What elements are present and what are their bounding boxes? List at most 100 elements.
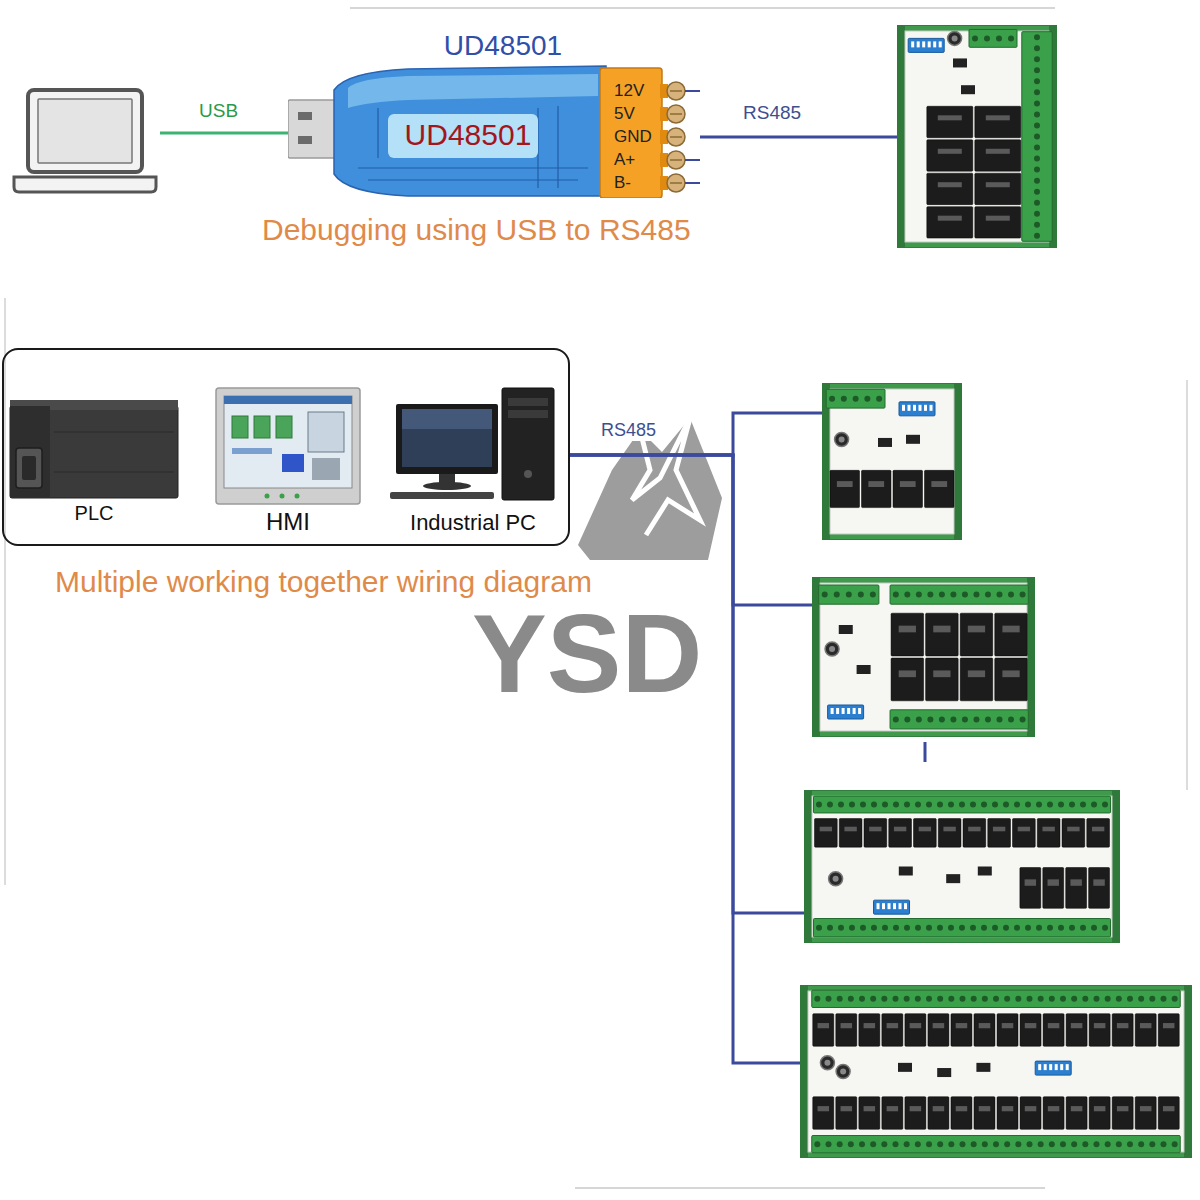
decor-rect: [1158, 1014, 1179, 1047]
relay-board-art: [822, 383, 962, 540]
relay-board-art: [897, 25, 1057, 248]
decor-line: [670, 182, 682, 184]
decor-rect: [995, 658, 1028, 701]
decor-circle: [1036, 802, 1042, 808]
decor-rect: [933, 1023, 945, 1028]
decor-circle: [985, 592, 991, 598]
decor-circle: [1014, 925, 1020, 931]
decor-rect: [961, 85, 975, 94]
decor-circle: [829, 646, 835, 652]
decor-rect: [911, 41, 914, 47]
decor-circle: [849, 802, 855, 808]
decor-circle: [1025, 925, 1031, 931]
decor-rect: [818, 1106, 830, 1111]
decor-line: [358, 167, 588, 168]
decor-circle: [915, 925, 921, 931]
decor-circle: [1105, 996, 1111, 1002]
decor-rect: [922, 41, 925, 47]
decor-rect: [28, 90, 142, 172]
decor-circle: [1102, 925, 1108, 931]
decor-rect: [1043, 868, 1064, 909]
decor-rect: [975, 106, 1021, 137]
decor-circle: [840, 1069, 846, 1075]
decor-circle: [846, 592, 852, 598]
decor-rect: [1070, 879, 1081, 885]
decor-circle: [1034, 134, 1040, 140]
decor-circle: [1127, 996, 1133, 1002]
decor-circle: [1034, 178, 1040, 184]
decor-circle: [926, 996, 932, 1002]
decor-circle: [972, 35, 978, 41]
decor-circle: [1172, 1141, 1178, 1147]
decor-rect: [938, 216, 962, 221]
decor-circle: [1034, 111, 1040, 117]
decor-circle: [1034, 89, 1040, 95]
decor-circle: [822, 592, 828, 598]
decor-circle: [1034, 189, 1040, 195]
decor-rect: [933, 1106, 945, 1111]
decor-circle: [1071, 996, 1077, 1002]
decor-rect: [1093, 879, 1104, 885]
decor-rect: [859, 1097, 880, 1130]
decor-circle: [904, 1141, 910, 1147]
decor-circle: [1060, 1141, 1066, 1147]
decor-circle: [960, 1141, 966, 1147]
decor-circle: [1034, 222, 1040, 228]
decor-circle: [1034, 67, 1040, 73]
decor-rect: [910, 1106, 922, 1111]
decor-rect: [859, 1014, 880, 1047]
decor-circle: [1034, 156, 1040, 162]
decor-circle: [916, 716, 922, 722]
decor-rect: [224, 396, 352, 488]
decor-rect: [1002, 1023, 1014, 1028]
decor-circle: [948, 31, 962, 45]
pin-label: 12V: [614, 81, 644, 101]
decor-rect: [910, 1023, 922, 1028]
decor-circle: [667, 82, 685, 100]
decor-rect: [899, 867, 913, 876]
divider-line: [1186, 380, 1188, 790]
decor-rect: [1013, 819, 1036, 848]
decor-rect: [1002, 670, 1019, 677]
decor-circle: [853, 396, 859, 402]
decor-rect: [402, 409, 492, 429]
decor-circle: [904, 802, 910, 808]
decor-line: [670, 159, 682, 161]
edge-label: RS485: [598, 420, 659, 441]
decor-rect: [919, 827, 931, 832]
decor-rect: [1089, 1014, 1110, 1047]
decor-circle: [993, 1141, 999, 1147]
decor-rect: [820, 583, 1027, 731]
decor-circle: [970, 925, 976, 931]
decor-rect: [995, 613, 1028, 656]
decor-rect: [864, 819, 887, 848]
decor-circle: [836, 1065, 850, 1079]
relay-board: [812, 577, 1035, 737]
decor-line: [54, 432, 174, 433]
decor-rect: [1071, 1106, 1083, 1111]
decor-rect: [893, 903, 896, 909]
decor-rect: [951, 1014, 972, 1047]
decor-circle: [837, 996, 843, 1002]
decor-rect: [10, 406, 50, 498]
divider-line: [350, 7, 1055, 9]
decor-circle: [1038, 996, 1044, 1002]
bus-wire: [570, 455, 812, 605]
decor-circle: [1049, 1141, 1055, 1147]
decor-circle: [1093, 1141, 1099, 1147]
decor-rect: [814, 819, 837, 848]
decor-rect: [847, 708, 850, 714]
decor-circle: [926, 925, 932, 931]
decor-rect: [937, 1068, 951, 1077]
decor-rect: [894, 827, 906, 832]
decor-rect: [22, 456, 36, 480]
decor-circle: [816, 925, 822, 931]
decor-rect: [986, 115, 1010, 120]
decor-circle: [1003, 925, 1009, 931]
decor-rect: [954, 383, 962, 540]
decor-circle: [996, 35, 1002, 41]
decor-rect: [908, 38, 944, 52]
decor-circle: [939, 592, 945, 598]
decor-rect: [828, 705, 864, 719]
decor-rect: [938, 182, 962, 187]
